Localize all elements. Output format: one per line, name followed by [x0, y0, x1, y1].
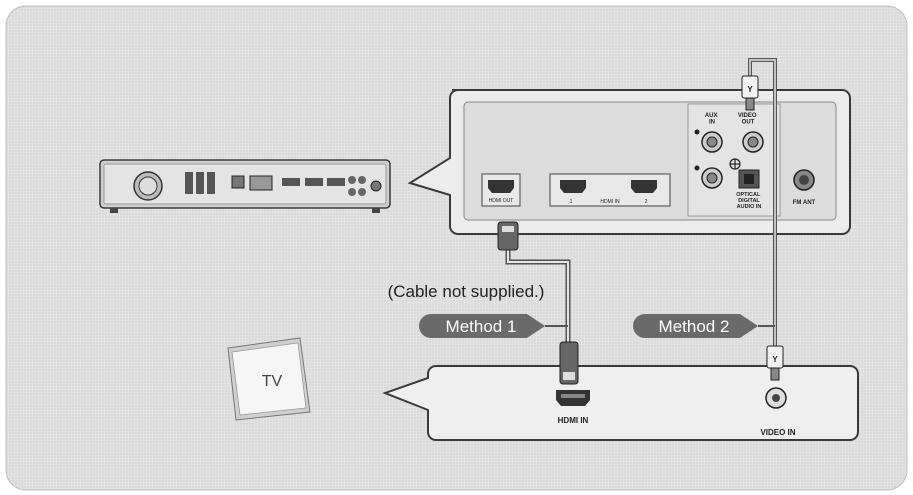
fm-ant-label: FM ANT — [793, 200, 816, 206]
hdmi-cable — [497, 221, 579, 385]
hdmi-out-label: HDMI OUT — [489, 198, 514, 204]
aux-in-label: AUX IN — [705, 113, 719, 126]
hdmi-in-2-label: 2 — [645, 199, 648, 205]
tv-video-in-port: VIDEO IN — [760, 387, 796, 437]
method-1-badge: Method 1 — [419, 314, 568, 338]
rca-cable: Y Y — [741, 58, 784, 381]
fm-antenna-jack-icon — [793, 169, 815, 191]
rca-jack-icon — [765, 387, 787, 409]
rca-plug-icon: Y — [741, 75, 759, 111]
rca-jack-icon — [701, 131, 764, 189]
tv-video-in-label: VIDEO IN — [760, 428, 795, 437]
tv-icon: TV — [227, 337, 311, 421]
hdmi-port-icon — [556, 390, 590, 406]
hdmi-in-1-label: 1 — [570, 199, 573, 205]
tv-hdmi-in-port: HDMI IN — [556, 390, 590, 425]
bottom-plug-label: Y — [772, 355, 778, 364]
hdmi-in-receiver-label: HDMI IN — [600, 199, 620, 205]
top-plug-label: Y — [747, 85, 753, 94]
home-theater-unit-icon — [99, 159, 391, 213]
method-1-label: Method 1 — [446, 317, 517, 336]
method-2-badge: Method 2 — [633, 314, 775, 338]
tv-hdmi-in-label: HDMI IN — [558, 416, 589, 425]
tv-label: TV — [262, 373, 283, 390]
rear-panel-closeup — [407, 89, 851, 235]
hdmi-out-port: HDMI OUT — [481, 173, 521, 207]
hdmi-plug-icon — [497, 221, 519, 251]
hdmi-port-icon — [488, 180, 514, 193]
video-out-label: VIDEO OUT — [738, 113, 758, 126]
hdmi-in-ports: 1 HDMI IN 2 — [549, 173, 671, 207]
method-2-label: Method 2 — [659, 317, 730, 336]
cable-note: (Cable not supplied.) — [388, 282, 545, 301]
hdmi-port-icon — [560, 180, 657, 193]
ground-symbol-icon — [729, 158, 741, 170]
rca-plug-icon: Y — [766, 345, 784, 381]
optical-port-icon — [738, 169, 760, 189]
tv-rear-closeup — [382, 365, 859, 441]
hdmi-plug-icon — [559, 341, 579, 385]
